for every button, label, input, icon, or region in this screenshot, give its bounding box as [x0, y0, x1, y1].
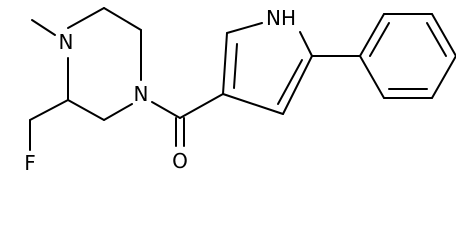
bond-ph-3-4-inner	[426, 22, 447, 57]
atom-label-fluorine: F	[24, 151, 36, 175]
bond-n4-methyl	[31, 19, 56, 36]
bond-n1-c5	[299, 31, 313, 57]
chemical-structure-diagram: N N NH O F	[24, 6, 456, 175]
bond-carbonyl-c-pyrrole	[179, 93, 224, 119]
bond-c5-c4-inner	[277, 59, 303, 105]
bond-ph-1-2	[359, 13, 385, 57]
bond-c3-c2	[222, 32, 228, 95]
bond-c5-c4	[282, 55, 313, 115]
bond-n4-c3	[67, 7, 105, 29]
bond-c3-c2-inner	[233, 43, 238, 89]
bond-c2-n1	[226, 22, 263, 34]
atom-label-carbonyl-oxygen: O	[172, 149, 188, 173]
pyrrole-ring	[222, 22, 313, 115]
bond-n1-c6	[103, 103, 133, 121]
atom-label-pyrrole-nh: NH	[266, 6, 296, 30]
bond-n1-carbonyl-c	[151, 101, 181, 119]
atom-label-n-methyl: N	[59, 30, 74, 54]
fluoromethyl-group	[29, 99, 69, 151]
bond-ph-3-4	[431, 13, 456, 57]
bond-c5-ch2	[29, 99, 69, 121]
bond-ph-4-5	[431, 55, 456, 99]
carbonyl-group	[151, 93, 224, 147]
piperazine-ring	[67, 7, 142, 121]
atom-label-n-acyl: N	[134, 82, 149, 106]
bond-ph-1-2-inner	[369, 22, 390, 57]
bond-ph-6-1	[359, 55, 385, 99]
phenyl-ring	[359, 13, 456, 99]
bond-c4-c3	[222, 93, 284, 115]
bond-c6-c5	[67, 99, 105, 121]
bond-c3-c2	[103, 7, 142, 31]
